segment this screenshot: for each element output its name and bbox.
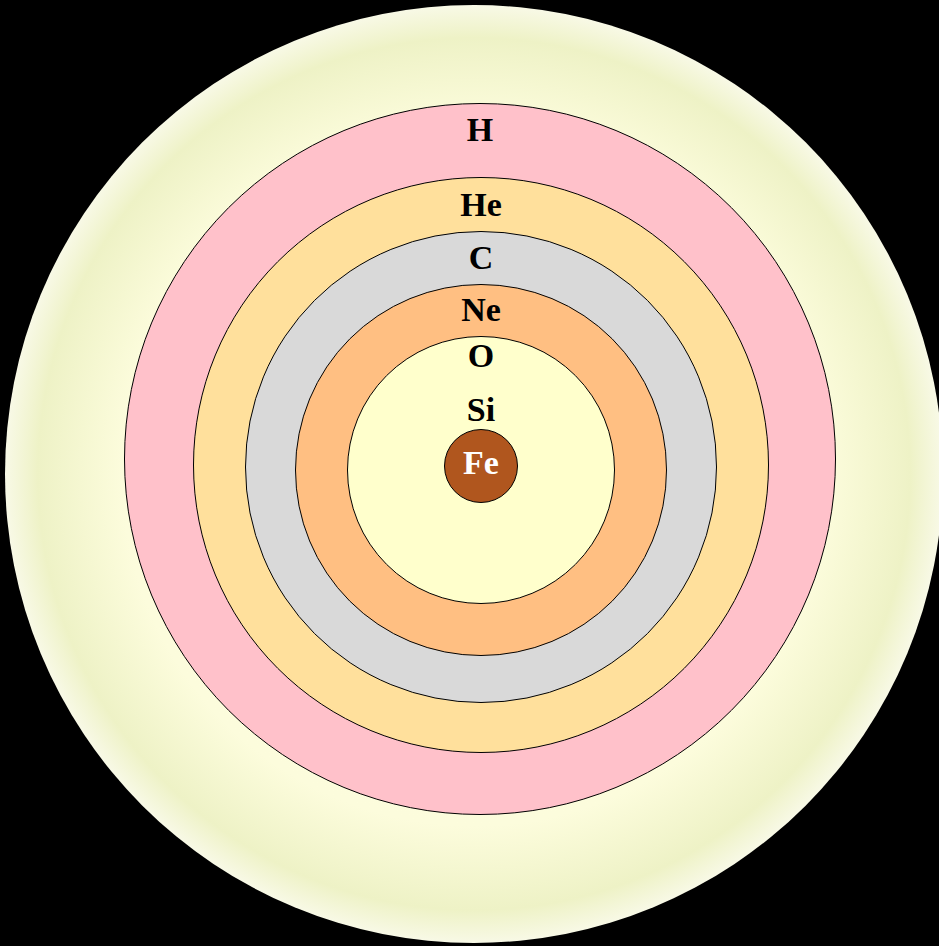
layer-circle bbox=[296, 285, 667, 656]
star-layer: HeC NeO SiFe bbox=[193, 177, 769, 753]
element-label: He bbox=[193, 188, 769, 222]
element-label: C bbox=[245, 241, 717, 275]
element-label: Fe bbox=[444, 446, 518, 480]
element-label: Si bbox=[347, 393, 615, 427]
star-layer: O SiFe bbox=[347, 336, 615, 604]
element-label: O bbox=[347, 339, 615, 373]
layer-circle bbox=[348, 337, 615, 604]
star-surface bbox=[5, 5, 939, 943]
star-layer: Fe bbox=[444, 429, 518, 503]
layer-circle bbox=[125, 104, 836, 815]
element-label: H bbox=[124, 113, 836, 147]
star-layer: C NeO SiFe bbox=[245, 231, 717, 703]
layer-circle bbox=[194, 178, 769, 753]
star-layer: H HeC NeO SiFe bbox=[124, 103, 836, 815]
element-label: Ne bbox=[295, 293, 667, 327]
layer-circle bbox=[246, 232, 717, 703]
layer-circle bbox=[445, 430, 518, 503]
star-layer: NeO SiFe bbox=[295, 284, 667, 656]
